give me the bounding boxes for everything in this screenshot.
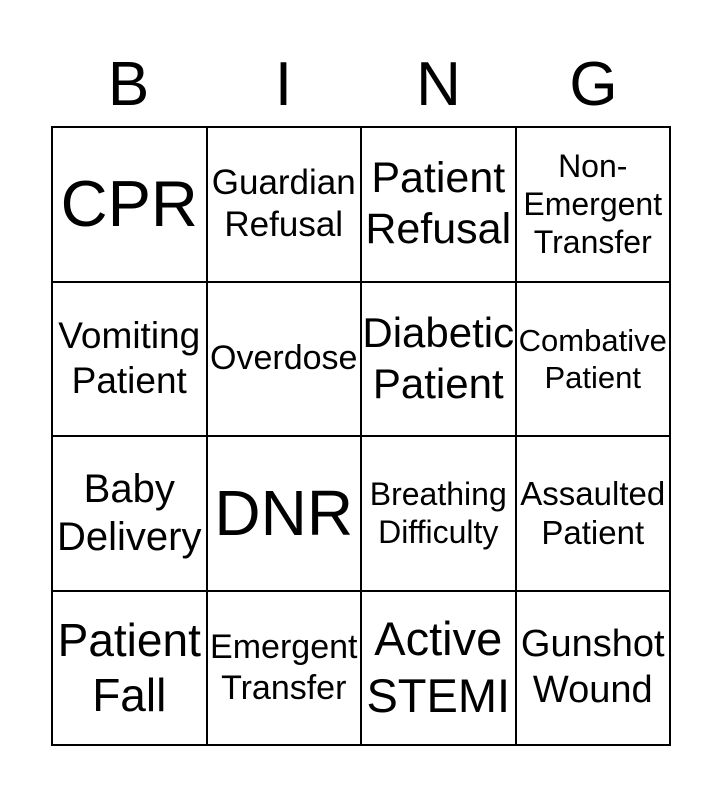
cell-vomiting-patient[interactable]: Vomiting Patient (52, 281, 207, 436)
cell-baby-delivery[interactable]: Baby Delivery (52, 436, 207, 591)
cell-active-stemi[interactable]: Active STEMI (361, 590, 516, 745)
cell-cpr[interactable]: CPR (52, 127, 207, 282)
bingo-grid: CPR Guardian Refusal Patient Refusal Non… (51, 126, 671, 746)
cell-assaulted-patient[interactable]: Assaulted Patient (515, 436, 670, 591)
cell-dnr[interactable]: DNR (206, 436, 361, 591)
cell-combative-patient[interactable]: Combative Patient (515, 281, 670, 436)
cell-guardian-refusal[interactable]: Guardian Refusal (206, 127, 361, 282)
cell-non-emergent-transfer[interactable]: Non-Emergent Transfer (515, 127, 670, 282)
cell-diabetic-patient[interactable]: Diabetic Patient (361, 281, 516, 436)
header-letter-g: G (569, 50, 618, 119)
cell-overdose[interactable]: Overdose (206, 281, 361, 436)
cell-breathing-difficulty[interactable]: Breathing Difficulty (361, 436, 516, 591)
bingo-header: B I N G (51, 54, 671, 116)
cell-patient-fall[interactable]: Patient Fall (52, 590, 207, 745)
header-letter-i: I (274, 50, 293, 119)
cell-gunshot-wound[interactable]: Gunshot Wound (515, 590, 670, 745)
header-letter-b: B (107, 50, 150, 119)
header-letter-n: N (416, 50, 461, 119)
cell-patient-refusal[interactable]: Patient Refusal (361, 127, 516, 282)
cell-emergent-transfer[interactable]: Emergent Transfer (206, 590, 361, 745)
